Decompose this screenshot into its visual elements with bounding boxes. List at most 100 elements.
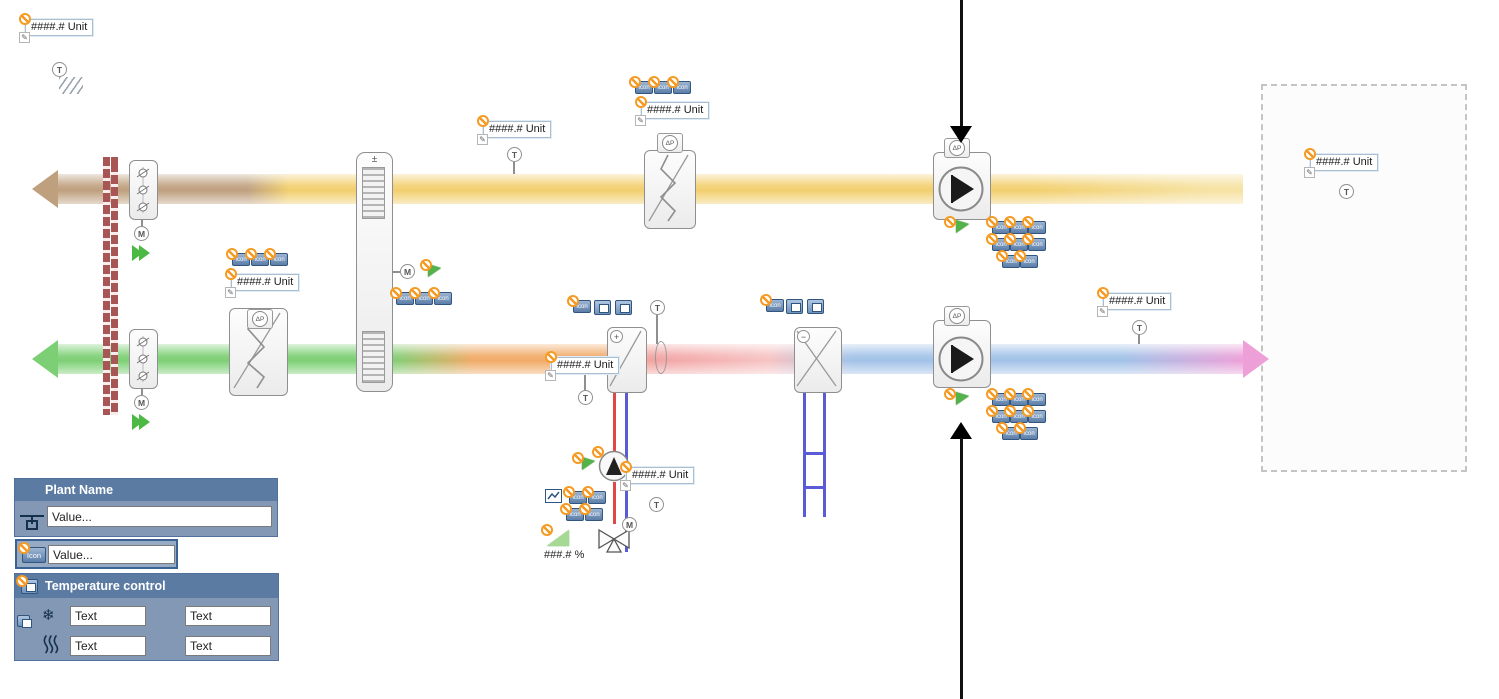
- icon-placeholder: Icon: [648, 76, 673, 95]
- icon-placeholder: Icon: [1004, 233, 1029, 252]
- differential-pressure-sensor: ΔP: [944, 306, 970, 326]
- motor-icon: M: [134, 395, 149, 410]
- temperature-sensor-icon: T: [1339, 184, 1354, 199]
- heating-setpoint-input-2[interactable]: [185, 636, 271, 656]
- icon-placeholder: Icon: [1014, 422, 1039, 441]
- valve-ramp-icon: [547, 530, 569, 546]
- binding-error-icon: [1014, 250, 1026, 262]
- damper-blades-icon: [136, 167, 150, 213]
- three-way-valve[interactable]: [597, 523, 631, 553]
- duct-connector-ellipse: [655, 341, 667, 374]
- temperature-sensor-icon: T: [649, 497, 664, 512]
- valve-position-label: ###.# %: [544, 549, 585, 561]
- wall-mount-hatch-icon: [59, 77, 83, 94]
- unit-value-label[interactable]: ####.# Unit: [549, 356, 621, 375]
- arrow-part: [139, 245, 150, 261]
- heating-coil[interactable]: +: [607, 327, 647, 393]
- icon-placeholder: Icon: [579, 503, 604, 522]
- chart-icon: [615, 300, 632, 315]
- binding-error-icon: [226, 248, 238, 260]
- binding-error-icon: [579, 503, 591, 515]
- edit-icon[interactable]: ✎: [620, 480, 631, 491]
- plant-name-input[interactable]: [47, 506, 272, 527]
- icon-placeholder: Icon: [760, 294, 785, 313]
- binding-error-icon: [582, 486, 594, 498]
- chart-icon: [807, 299, 824, 314]
- temperature-sensor-icon: T: [52, 62, 67, 77]
- cooling-setpoint-input-2[interactable]: [185, 606, 271, 626]
- binding-error-icon: [629, 76, 641, 88]
- unit-value-label[interactable]: ####.# Unit: [1308, 153, 1380, 172]
- heat-recovery-exchanger-top[interactable]: [644, 150, 696, 229]
- icon-placeholder: Icon: [1022, 233, 1047, 252]
- binding-error-icon: [560, 503, 572, 515]
- plant-name-body: [15, 501, 277, 536]
- icon-value-input[interactable]: [48, 545, 175, 564]
- edit-icon[interactable]: ✎: [225, 287, 236, 298]
- filter[interactable]: ±: [356, 152, 393, 392]
- dp-label: ΔP: [252, 311, 268, 327]
- cooling-setpoint-input-1[interactable]: [70, 606, 146, 626]
- trend-line-icon: [547, 491, 560, 500]
- unit-value-label[interactable]: ####.# Unit: [481, 120, 553, 139]
- binding-error-icon: [264, 248, 276, 260]
- binding-error-icon: [16, 575, 28, 587]
- edit-icon[interactable]: ✎: [635, 115, 646, 126]
- fresh-air-damper[interactable]: [129, 329, 158, 389]
- pump[interactable]: [598, 450, 630, 482]
- binding-error-icon: [18, 542, 30, 554]
- temperature-control-body: ❄: [15, 598, 278, 660]
- extract-damper[interactable]: [129, 160, 158, 220]
- edit-icon[interactable]: ✎: [1097, 306, 1108, 317]
- wall-brick-column: [103, 157, 110, 415]
- status-flag-icon: [956, 392, 969, 405]
- binding-error-icon: [563, 486, 575, 498]
- binding-error-icon: [541, 524, 553, 536]
- damper-blades-icon: [136, 336, 150, 382]
- exhaust-air-arrow: [32, 170, 58, 208]
- link-icon: [17, 615, 32, 628]
- temperature-sensor-icon: T: [650, 300, 665, 315]
- edit-icon[interactable]: ✎: [477, 134, 488, 145]
- binding-error-icon: [635, 96, 647, 108]
- motor-icon: M: [134, 226, 149, 241]
- edit-icon[interactable]: ✎: [545, 370, 556, 381]
- extract-fan[interactable]: [938, 166, 984, 212]
- binding-error-icon: [1022, 216, 1034, 228]
- cooling-coil[interactable]: −: [794, 327, 842, 393]
- connector-line: [391, 271, 400, 273]
- supply-fan[interactable]: [938, 336, 984, 382]
- edit-icon[interactable]: ✎: [1304, 167, 1315, 178]
- unit-value-label[interactable]: ####.# Unit: [1101, 292, 1173, 311]
- temperature-control-icon: [21, 579, 38, 594]
- binding-error-icon: [420, 259, 432, 271]
- unit-value-label[interactable]: ####.# Unit: [639, 101, 711, 120]
- temperature-sensor-icon: T: [507, 147, 522, 162]
- plant-name-header: Plant Name: [15, 479, 277, 501]
- trend-icon: [545, 489, 562, 503]
- filter-plusminus-label: ±: [371, 154, 378, 165]
- dp-label: ΔP: [949, 308, 965, 324]
- icon-placeholder: Icon: [1022, 388, 1047, 407]
- icon-placeholder: Icon: [428, 287, 453, 306]
- dp-label: ΔP: [662, 135, 678, 151]
- binding-error-icon: [428, 287, 440, 299]
- arrow-part: [132, 245, 143, 261]
- sensor-stem: [656, 315, 658, 344]
- binding-error-icon: [667, 76, 679, 88]
- binding-error-icon: [1097, 287, 1109, 299]
- coil-symbol-icon: [609, 330, 642, 387]
- binding-error-icon: [1004, 388, 1016, 400]
- arrow-part: [139, 414, 150, 430]
- edit-icon[interactable]: ✎: [19, 32, 30, 43]
- status-flag-icon: [582, 457, 595, 470]
- icon-placeholder: Icon: [264, 248, 289, 267]
- filter-media-bottom: [362, 331, 385, 383]
- binding-error-icon: [1022, 233, 1034, 245]
- unit-value-label[interactable]: ####.# Unit: [23, 18, 95, 37]
- binding-error-icon: [996, 250, 1008, 262]
- unit-value-label[interactable]: ####.# Unit: [624, 466, 696, 485]
- heating-setpoint-input-1[interactable]: [70, 636, 146, 656]
- unit-value-label[interactable]: ####.# Unit: [229, 273, 301, 292]
